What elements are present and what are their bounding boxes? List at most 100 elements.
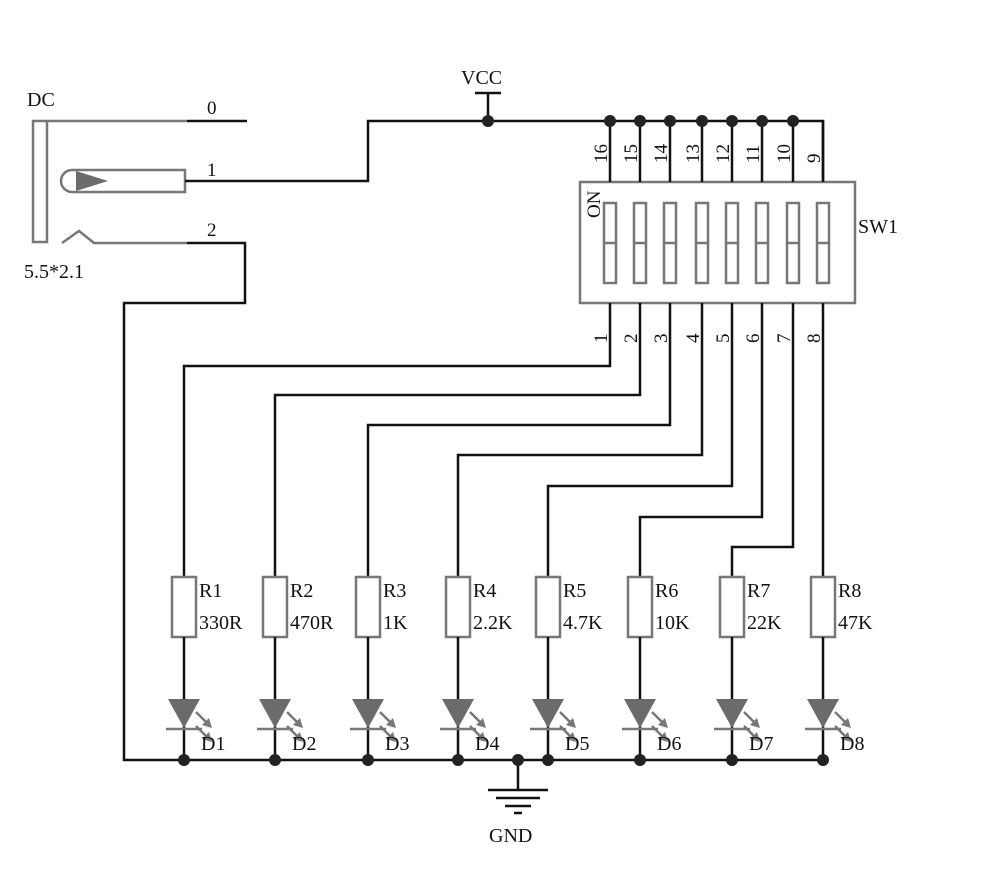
junction-dot (664, 115, 676, 127)
jack-center-pin (59, 168, 187, 194)
resistor-label: R1 (199, 580, 222, 602)
channel-wire (730, 303, 795, 577)
junction-dot (542, 754, 554, 766)
led-label: D5 (565, 733, 589, 755)
switch-label: SW1 (858, 216, 898, 238)
led-label: D2 (292, 733, 316, 755)
resistor-label: R7 (747, 580, 770, 602)
resistor (444, 575, 472, 639)
led-label: D4 (475, 733, 499, 755)
jack-pin-arrow-icon (76, 171, 108, 191)
jack-pin-0-label: 0 (207, 98, 217, 119)
resistor (170, 575, 198, 639)
resistor-label: R6 (655, 580, 678, 602)
channel-1: R1 330R D1 (166, 575, 243, 766)
channel-8: R8 47K D8 (805, 575, 873, 766)
switch-bottom-pin-label: 7 (774, 334, 795, 344)
junction-dot (726, 115, 738, 127)
resistor-label: R3 (383, 580, 406, 602)
switch-bottom-pin-label: 4 (683, 333, 704, 343)
switch-top-pin-label: 11 (743, 145, 764, 163)
dc-jack-label: DC (27, 89, 55, 111)
switch-bottom-pin-label: 6 (743, 334, 764, 344)
led-icon (716, 699, 748, 728)
switch-bottom-pin-label: 1 (591, 334, 612, 344)
led-label: D8 (840, 733, 864, 755)
channel-wire (182, 303, 612, 577)
switch-top-pin-label: 14 (651, 144, 672, 164)
junction-dot (269, 754, 281, 766)
junction-dot (726, 754, 738, 766)
vcc-label: VCC (461, 67, 502, 89)
junction-dot (696, 115, 708, 127)
channel-5: R5 4.7K D5 (530, 575, 603, 766)
resistor-value: 22K (747, 612, 782, 634)
led-icon (532, 699, 564, 728)
jack-body (31, 119, 49, 244)
switch-top-pin-label: 15 (621, 144, 642, 163)
channel-wire (456, 303, 704, 577)
channel-6: R6 10K D6 (622, 575, 690, 766)
resistor (718, 575, 746, 639)
resistor (261, 575, 289, 639)
led-label: D6 (657, 733, 681, 755)
channel-wire (366, 303, 672, 577)
led-icon (259, 699, 291, 728)
dc-jack: DC 0 1 2 5.5*2.1 (24, 89, 247, 283)
junction-dot (634, 115, 646, 127)
switch-on-label: ON (584, 190, 605, 218)
resistor (534, 575, 562, 639)
resistor-label: R5 (563, 580, 586, 602)
channel-4: R4 2.2K D4 (440, 575, 513, 766)
junction-dot (817, 754, 829, 766)
led-icon (442, 699, 474, 728)
switch-top-pin-label: 12 (713, 144, 734, 163)
jack-pin-1-label: 1 (207, 160, 217, 181)
resistor-label: R2 (290, 580, 313, 602)
switch-bottom-pin-label: 5 (713, 334, 734, 344)
switch-top-pin-label: 16 (591, 144, 612, 163)
ground-symbol (488, 754, 548, 815)
led-label: D3 (385, 733, 409, 755)
channel-wire (273, 303, 642, 577)
resistor-value: 10K (655, 612, 690, 634)
resistor (626, 575, 654, 639)
junction-dot (787, 115, 799, 127)
resistor-label: R8 (838, 580, 861, 602)
resistor-value: 470R (290, 612, 334, 634)
channel-wire (546, 303, 734, 577)
junction-dot (604, 115, 616, 127)
led-icon (168, 699, 200, 728)
resistor-value: 1K (383, 612, 408, 634)
resistor-value: 4.7K (563, 612, 603, 634)
switch-top-pin-label: 9 (804, 154, 825, 164)
led-icon (352, 699, 384, 728)
gnd-label: GND (489, 825, 532, 847)
resistor-value: 2.2K (473, 612, 513, 634)
resistor (354, 575, 382, 639)
junction-dot (178, 754, 190, 766)
switch-bottom-pin-label: 8 (804, 334, 825, 344)
channel-3: R3 1K D3 (350, 575, 409, 766)
resistor (809, 575, 837, 639)
led-icon (624, 699, 656, 728)
junction-dot (634, 754, 646, 766)
junction-dot (362, 754, 374, 766)
resistor-value: 47K (838, 612, 873, 634)
jack-pin-2-label: 2 (207, 220, 217, 241)
led-label: D1 (201, 733, 225, 755)
vcc-junction (482, 115, 494, 127)
led-icon (807, 699, 839, 728)
resistor-label: R4 (473, 580, 496, 602)
junction-dot (756, 115, 768, 127)
switch-top-pin-label: 10 (774, 144, 795, 163)
channel-wire (638, 303, 764, 577)
resistor-value: 330R (199, 612, 243, 634)
dc-jack-size-label: 5.5*2.1 (24, 261, 84, 283)
switch-bottom-pin-label: 3 (651, 334, 672, 344)
switch-top-pin-label: 13 (683, 144, 704, 163)
channel-2: R2 470R D2 (257, 575, 334, 766)
